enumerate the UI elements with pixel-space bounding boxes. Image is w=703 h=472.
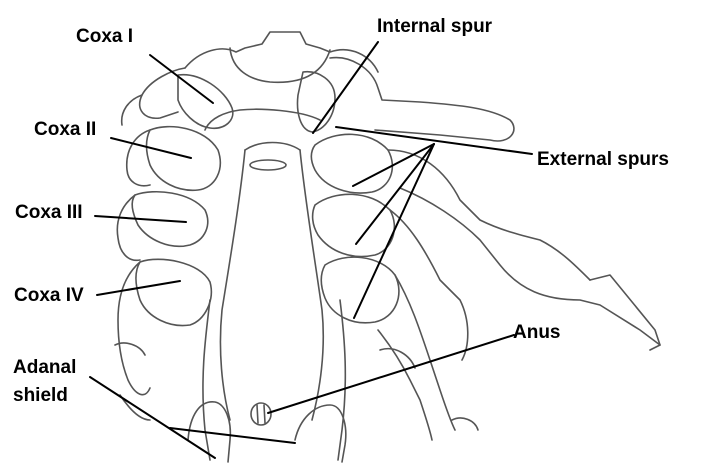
leader-coxa-4 bbox=[96, 280, 181, 296]
leader-coxa-1 bbox=[149, 54, 214, 104]
label-coxa-3: Coxa III bbox=[15, 202, 83, 223]
leader-coxa-2 bbox=[110, 137, 192, 159]
leader-external-spur-1 bbox=[352, 143, 435, 187]
label-adanal-line2: shield bbox=[13, 385, 68, 406]
leader-lines bbox=[89, 41, 533, 459]
body-outline bbox=[184, 31, 379, 463]
leader-external-spur-2 bbox=[355, 143, 435, 245]
leader-external-spur-3 bbox=[353, 143, 435, 319]
leader-coxa-3 bbox=[94, 215, 187, 223]
label-coxa-4: Coxa IV bbox=[14, 285, 84, 306]
label-adanal-line1: Adanal bbox=[13, 357, 77, 378]
leader-adanal-1 bbox=[89, 376, 216, 459]
label-coxa-1: Coxa I bbox=[76, 26, 134, 47]
leader-adanal-2 bbox=[169, 427, 296, 444]
leader-external-spur-horizontal bbox=[335, 126, 533, 155]
label-coxa-2: Coxa II bbox=[34, 119, 97, 140]
leader-internal-spur bbox=[312, 41, 379, 134]
label-internal-spur: Internal spur bbox=[377, 16, 493, 37]
label-external-spurs: External spurs bbox=[537, 149, 669, 170]
right-coxae bbox=[296, 56, 661, 441]
label-anus: Anus bbox=[513, 322, 561, 343]
left-coxae bbox=[114, 67, 234, 421]
leader-anus bbox=[267, 334, 515, 414]
anus-mark bbox=[250, 402, 272, 426]
